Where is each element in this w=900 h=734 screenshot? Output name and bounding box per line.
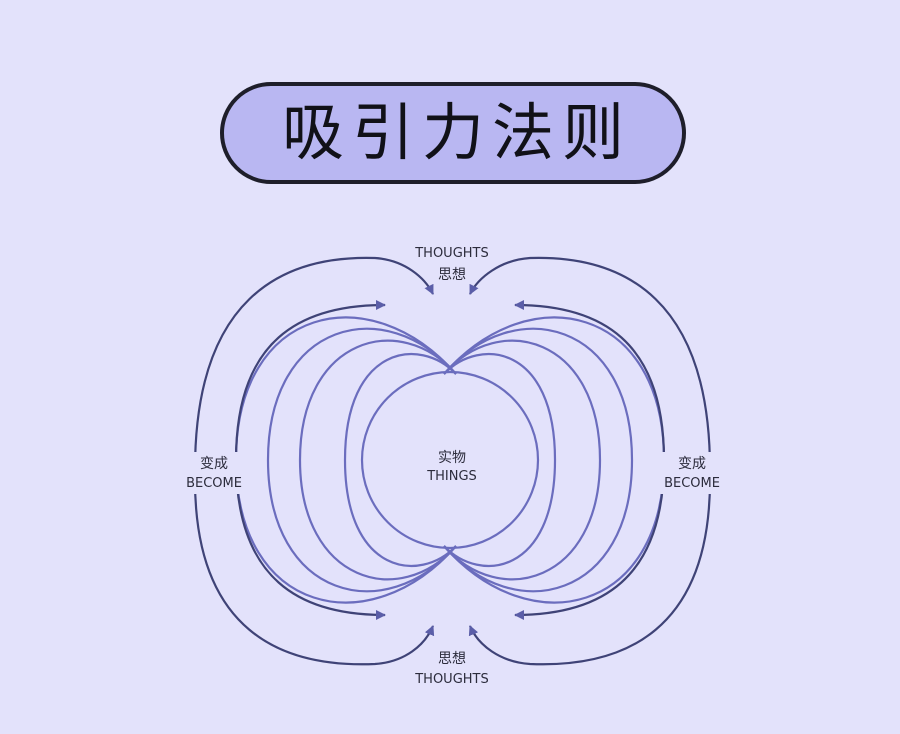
outer-arrow-left-mid-bottom	[234, 459, 386, 620]
field-loop-right-2	[443, 327, 634, 593]
field-loop-right-4	[443, 353, 557, 567]
outer-arrow-right-mid-bottom	[514, 459, 666, 620]
outer-arrow-right-far-top	[469, 256, 712, 471]
page-title: 吸引力法则	[281, 96, 632, 169]
outer-arrow-left-mid-top	[234, 300, 386, 461]
outer-arrow-right-mid-top	[514, 300, 666, 461]
left-label-en: BECOME	[186, 476, 242, 491]
right-label-en: BECOME	[664, 476, 720, 491]
center-label-en: THINGS	[426, 469, 477, 484]
outer-arrow-left-far-top	[193, 256, 434, 471]
left-label-zh: 变成	[200, 456, 228, 472]
outer-arrow-left-far-bottom	[193, 479, 435, 666]
bottom-label-zh: 思想	[438, 651, 466, 667]
title-banner: 吸引力法则	[220, 82, 686, 184]
top-label-zh: 思想	[438, 267, 466, 283]
field-loop-right-1	[443, 339, 602, 581]
right-label-zh: 变成	[678, 456, 706, 472]
bottom-label-en: THOUGHTS	[414, 672, 489, 687]
outer-arrow-right-far-bottom	[468, 479, 712, 666]
field-loop-left-2	[266, 327, 457, 593]
field-loop-left-4	[343, 353, 457, 567]
top-label-en: THOUGHTS	[414, 246, 489, 261]
things-circle	[360, 370, 540, 550]
center-label-zh: 实物	[438, 450, 466, 466]
field-loop-left-1	[298, 339, 457, 581]
